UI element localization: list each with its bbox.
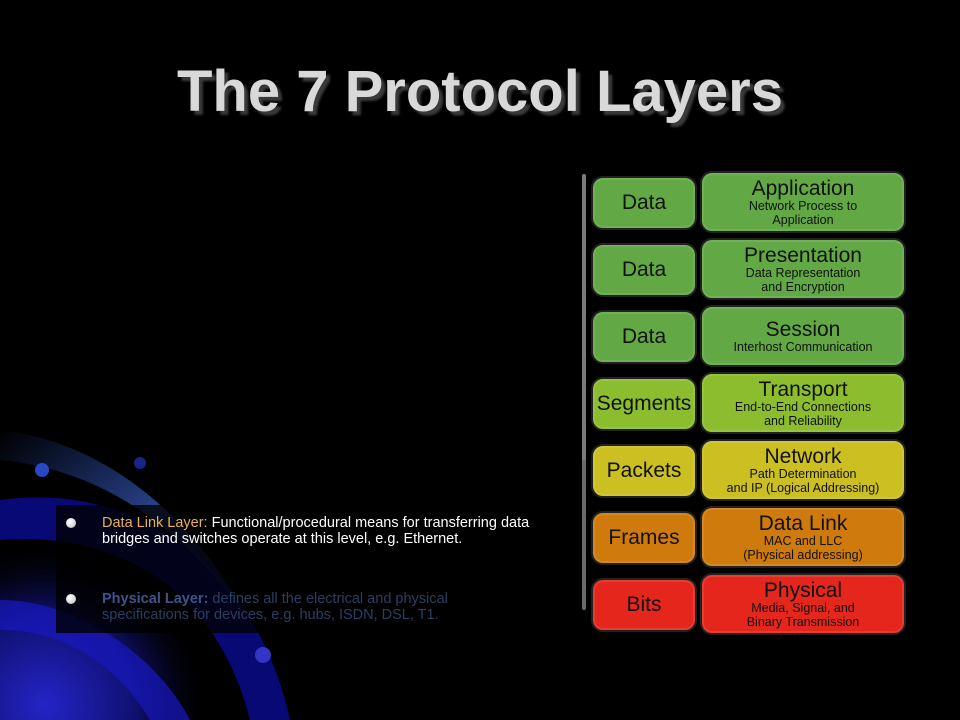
layer-unit-data-link: Frames: [591, 511, 697, 565]
layer-unit-label: Packets: [606, 459, 682, 482]
bullet-label: Physical Layer:: [102, 591, 209, 607]
layer-unit-label: Data: [621, 191, 667, 214]
layer-description: and IP (Logical Addressing): [726, 480, 880, 495]
layer-unit-label: Data: [621, 325, 667, 348]
bullet-panel: [56, 505, 536, 633]
layer-description: Application: [772, 212, 834, 227]
layer-unit-label: Frames: [608, 526, 680, 549]
layer-unit-label: Data: [621, 258, 667, 281]
layer-name: Presentation: [744, 243, 862, 267]
layer-name: Session: [765, 317, 841, 341]
bullet-dot: [66, 594, 76, 604]
layer-unit-presentation: Data: [591, 243, 697, 297]
bullet-body: Functional/procedural means for transfer…: [102, 515, 530, 547]
layer-description: Path Determination: [749, 466, 857, 481]
layer-description: Network Process to: [748, 198, 858, 213]
bullet-label: Data Link Layer:: [102, 515, 208, 531]
bullet-dot: [66, 518, 76, 528]
layer-unit-transport: Segments: [591, 377, 697, 431]
layer-description: Data Representation: [745, 265, 861, 280]
layer-name: Transport: [758, 377, 848, 401]
layer-name: Network: [764, 444, 842, 468]
lower-layers-bracket: [582, 460, 586, 610]
layer-unit-physical: Bits: [591, 578, 697, 632]
layer-description: (Physical addressing): [743, 547, 863, 562]
layer-name: Application: [751, 176, 855, 200]
upper-layers-bracket: [582, 174, 586, 598]
layer-unit-network: Packets: [591, 444, 697, 498]
slide-title: The 7 Protocol Layers: [177, 59, 783, 124]
layer-name: Data Link: [758, 511, 848, 535]
layer-unit-label: Bits: [626, 593, 662, 616]
layer-unit-label: Segments: [596, 392, 692, 415]
layer-description: Binary Transmission: [746, 614, 860, 629]
bullet-body: defines all the electrical and physical …: [102, 591, 448, 623]
bullet-data-link: Data Link Layer: Functional/procedural m…: [102, 515, 532, 547]
bullet-physical: Physical Layer: defines all the electric…: [102, 591, 532, 623]
layer-description: and Reliability: [764, 413, 842, 428]
layer-description: Interhost Communication: [733, 339, 873, 354]
layer-description: MAC and LLC: [763, 533, 843, 548]
layer-name: Physical: [763, 578, 843, 602]
layer-description: End-to-End Connections: [734, 399, 872, 414]
layer-unit-session: Data: [591, 310, 697, 364]
layer-description: and Encryption: [761, 279, 845, 294]
layer-unit-application: Data: [591, 176, 697, 230]
layer-description: Media, Signal, and: [751, 600, 855, 615]
